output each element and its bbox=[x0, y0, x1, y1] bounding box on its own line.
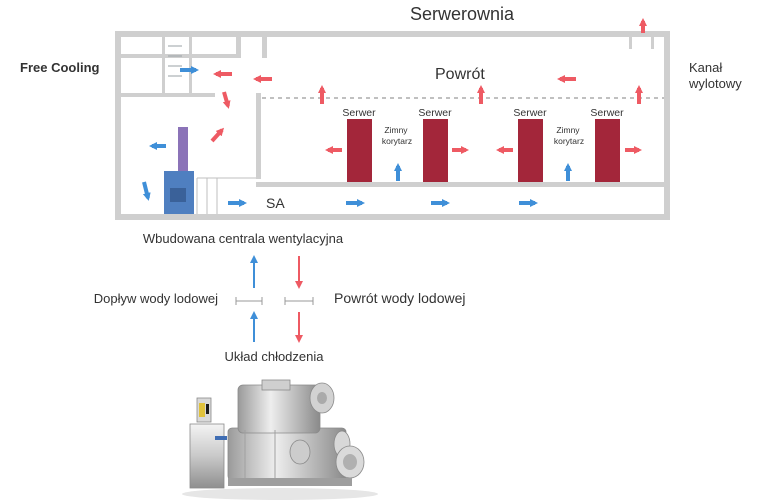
exhaust-label-line2: wylotowy bbox=[688, 76, 742, 91]
cold-aisle-label-line2: korytarz bbox=[382, 136, 412, 146]
chilled-water-return-label: Powrót wody lodowej bbox=[334, 290, 466, 306]
air-handling-unit bbox=[164, 45, 256, 214]
server-racks bbox=[347, 119, 620, 182]
server-rack bbox=[518, 119, 543, 182]
free-cooling-label: Free Cooling bbox=[20, 60, 100, 75]
return-plenum-label: Powrót bbox=[435, 66, 485, 83]
building-walls bbox=[115, 31, 670, 220]
ahu-label: Wbudowana centrala wentylacyjna bbox=[143, 231, 344, 246]
cooling-coil bbox=[178, 127, 188, 173]
valve-icon bbox=[284, 297, 314, 305]
hot-air-arrow bbox=[222, 91, 231, 109]
hot-air-arrows bbox=[210, 18, 647, 154]
server-rack bbox=[423, 119, 448, 182]
server-rack bbox=[595, 119, 620, 182]
chilled-water-supply-label: Dopływ wody lodowej bbox=[94, 291, 218, 306]
cold-aisle-label-line1: Zimny bbox=[556, 125, 580, 135]
cold-aisle-label-line1: Zimny bbox=[384, 125, 408, 135]
cold-air-arrow bbox=[142, 181, 151, 201]
cold-air-arrows bbox=[142, 66, 572, 207]
chilled-water-pipes bbox=[235, 255, 314, 343]
diagram-title: Serwerownia bbox=[410, 4, 515, 24]
cold-aisle-label-line2: korytarz bbox=[554, 136, 584, 146]
cooling-system-label: Układ chłodzenia bbox=[224, 349, 324, 364]
server-label: Serwer bbox=[418, 107, 452, 119]
exhaust-label-line1: Kanał bbox=[689, 60, 722, 75]
server-label: Serwer bbox=[590, 107, 624, 119]
valve-icon bbox=[235, 297, 263, 305]
chiller-unit-image bbox=[182, 379, 378, 500]
server-label: Serwer bbox=[342, 107, 376, 119]
server-label: Serwer bbox=[513, 107, 547, 119]
supply-air-label: SA bbox=[266, 195, 285, 211]
server-rack bbox=[347, 119, 372, 182]
hot-air-arrow bbox=[210, 127, 225, 143]
